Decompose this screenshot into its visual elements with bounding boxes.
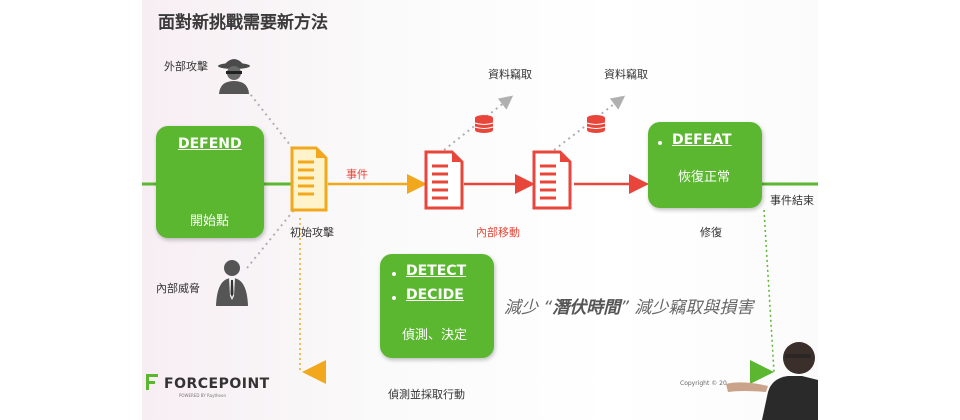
bullet-dot (392, 272, 396, 276)
repair-label: 修復 (700, 226, 722, 239)
decide-heading: DECIDE (406, 287, 464, 303)
document-icon (290, 146, 328, 212)
document-icon (532, 150, 572, 210)
database-icon (474, 115, 494, 133)
database-icon (586, 115, 606, 133)
event-end-label: 事件結束 (770, 194, 814, 207)
lateral-movement-label: 內部移動 (476, 226, 520, 239)
document-icon (424, 150, 464, 210)
event-label: 事件 (346, 168, 368, 181)
spy-icon (218, 59, 250, 94)
tagline: 減少 “潛伏時間” 減少竊取與損害 (504, 293, 753, 318)
slide-title: 面對新挑戰需要新方法 (158, 13, 328, 33)
detect-heading: DETECT (406, 263, 467, 279)
defend-subtitle: 開始點 (190, 214, 230, 229)
forcepoint-logo-icon (146, 374, 158, 390)
initial-attack-label: 初始攻擊 (290, 226, 334, 239)
presenter-silhouette (726, 342, 818, 420)
tagline-emphasis: 潛伏時間 (552, 298, 621, 318)
copyright-text: Copyright © 20 (680, 380, 727, 387)
data-theft-label-2: 資料竊取 (604, 68, 648, 81)
internal-threat-path (246, 209, 295, 269)
detect-decide-box: DETECT DECIDE 偵測、決定 (380, 254, 494, 358)
bullet-dot (392, 296, 396, 300)
external-attack-path (246, 89, 295, 151)
tagline-suffix: ” 減少竊取與損害 (620, 298, 754, 318)
internal-threat-label: 內部威脅 (156, 282, 200, 295)
bullet-dot (658, 141, 662, 145)
detect-decide-subtitle: 偵測、決定 (402, 328, 468, 343)
defeat-box: DEFEAT 恢復正常 (648, 122, 762, 208)
defend-box: DEFEND 開始點 (156, 126, 264, 238)
external-attack-label: 外部攻擊 (164, 60, 208, 73)
defend-heading: DEFEND (178, 136, 242, 152)
right-vertical-dotted (763, 209, 775, 373)
presentation-slide: 面對新挑戰需要新方法 外部攻擊 內部威脅 DEFEND 開始點 初始攻擊 事件 … (142, 0, 818, 420)
forcepoint-logo-subtext: POWERED BY Raytheon (179, 393, 226, 398)
defeat-subtitle: 恢復正常 (678, 170, 731, 185)
data-theft-label-1: 資料竊取 (488, 68, 532, 81)
action-label: 偵測並採取行動 (388, 388, 465, 401)
defeat-heading: DEFEAT (672, 132, 732, 148)
forcepoint-logo: FORCEPOINT (164, 376, 270, 392)
businessman-icon (216, 260, 248, 306)
tagline-prefix: 減少 “ (504, 298, 553, 318)
